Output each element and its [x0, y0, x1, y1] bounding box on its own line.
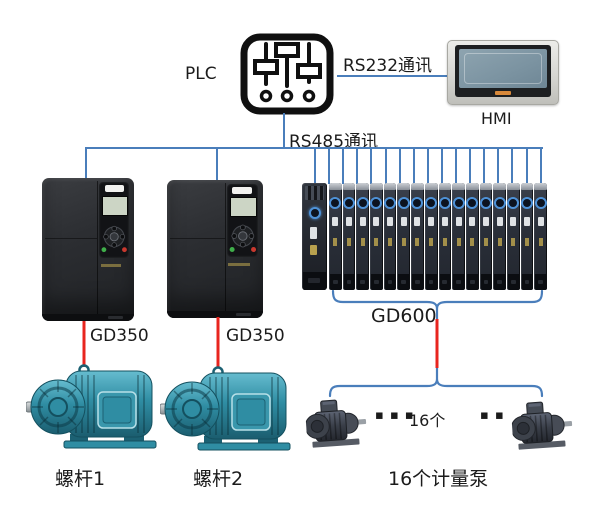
gd600-module	[438, 183, 452, 290]
rs485-drop-line	[455, 148, 457, 184]
pump-count-label: 16个	[409, 411, 446, 430]
gd600-module	[465, 183, 479, 290]
rs485-drop-line	[511, 148, 514, 184]
rs485-drop-line	[398, 148, 401, 184]
rs485-drop-line	[356, 148, 359, 184]
gd600-module	[520, 183, 534, 290]
rs485-drop-line	[469, 148, 472, 184]
gd600-module	[452, 183, 465, 290]
drive-seam	[170, 237, 225, 239]
gd600-module	[370, 183, 383, 290]
rs485-drop-line	[497, 148, 500, 184]
metering-pump-1	[304, 399, 367, 448]
plc-bus-drop-line	[283, 113, 285, 149]
status-led	[309, 207, 321, 219]
hmi-screen	[459, 49, 547, 88]
hmi-label: HMI	[481, 109, 512, 128]
gd600-group-brace	[331, 289, 544, 310]
drive-base	[42, 314, 134, 321]
rs485-drop-line	[328, 148, 331, 184]
gd600-module	[342, 183, 356, 290]
drive-series-marking	[100, 263, 122, 267]
gd600-module	[411, 183, 424, 290]
metering-pump-2	[510, 401, 573, 450]
rs485-drop-line	[370, 148, 373, 184]
rs485-drop-line	[483, 148, 486, 184]
screw2-label: 螺杆2	[193, 468, 244, 490]
screw1-label: 螺杆1	[55, 468, 106, 490]
screw-motor-2	[160, 366, 291, 451]
rs485-drop-line	[426, 148, 429, 184]
gd600-module	[534, 183, 547, 290]
gd600-module	[356, 183, 370, 290]
drive1-drop-line	[85, 147, 87, 180]
gd350-label-1: GD350	[90, 326, 149, 346]
gd350-label-2: GD350	[226, 326, 285, 346]
rs485-drop-line	[384, 148, 387, 184]
keypad-buttons-icon	[101, 225, 127, 252]
gd600-module	[383, 183, 397, 290]
gd600-module	[397, 183, 411, 290]
drive-series-marking	[228, 262, 250, 266]
module-label-chip	[310, 245, 317, 255]
gd600-power-module	[302, 183, 327, 290]
plc-label: PLC	[185, 64, 217, 84]
hmi-panel	[447, 40, 559, 105]
plc-controller-icon	[240, 33, 334, 115]
keypad-lcd	[230, 197, 257, 217]
gd600-module	[424, 183, 438, 290]
drive-base	[167, 311, 263, 318]
screw-motor-1	[26, 364, 157, 449]
drive-seam	[224, 183, 226, 315]
rs232-line	[337, 75, 447, 77]
gd600-module	[479, 183, 493, 290]
gd600-module	[329, 183, 342, 290]
ellipsis-dots-right: ▪ ▪	[480, 408, 505, 423]
module-connector	[303, 272, 326, 290]
pumps-caption: 16个计量泵	[388, 468, 489, 490]
keypad-lcd	[102, 195, 129, 217]
gd600-module	[506, 183, 520, 290]
keypad-buttons-icon	[229, 224, 256, 253]
rs485-drop-line	[342, 148, 345, 184]
drive-keypad	[99, 182, 130, 259]
gd350-drive-1	[42, 178, 134, 321]
drive-seam	[97, 181, 99, 318]
hmi-bezel	[455, 45, 551, 97]
invt-logo	[232, 187, 253, 194]
drive-seam	[45, 238, 98, 240]
gd600-module-row	[329, 183, 547, 290]
rs485-drop-line	[314, 148, 316, 184]
rs485-drop-line	[539, 148, 542, 184]
rs232-link-label: RS232通讯	[343, 56, 433, 76]
invt-logo	[104, 185, 124, 193]
gd350-drive-2	[167, 180, 263, 318]
hmi-brand-logo-icon	[495, 91, 511, 95]
terminal-grid	[305, 186, 324, 200]
drive-keypad	[226, 184, 259, 258]
drive2-drop-line	[216, 147, 218, 180]
gd600-module	[493, 183, 506, 290]
ellipsis-dots-left: ▪ ▪ ▪	[375, 408, 415, 423]
gd600-label: GD600	[371, 305, 437, 327]
rs485-drop-line	[440, 148, 443, 184]
rs485-drop-line	[412, 148, 415, 184]
rs485-drop-line	[525, 148, 528, 184]
module-label-chip	[310, 227, 317, 239]
